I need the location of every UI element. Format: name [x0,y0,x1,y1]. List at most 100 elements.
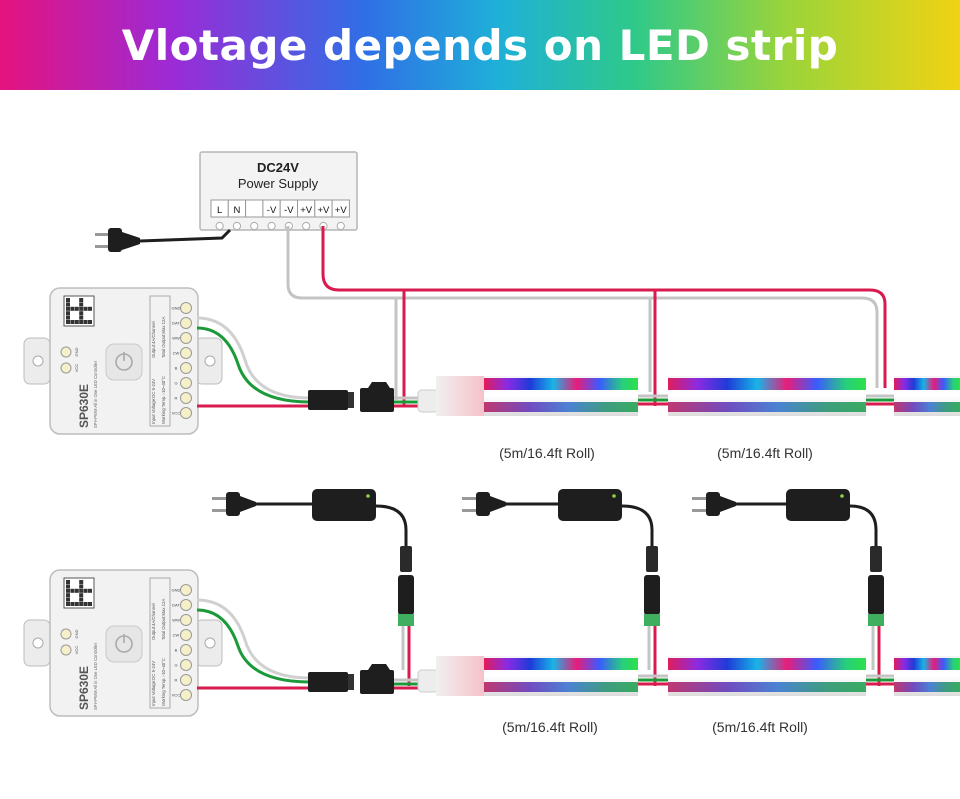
qr-cell [66,306,70,311]
adapter-brick [312,489,376,521]
spec-box [149,295,171,427]
output-pin-label: G [174,663,177,668]
adapter-led [840,494,844,498]
plug-neck [490,496,506,512]
qr-cell [83,602,88,606]
terminal-screw [302,221,311,231]
qr-cell [66,302,70,307]
controller-model: SP630E [77,384,91,428]
mount-hole [204,637,216,649]
input-terminal [60,362,72,374]
qr-cell [83,588,88,593]
qr-cell [79,584,84,589]
output-pin-label: DAT [172,321,180,326]
terminal-label: -V [284,205,294,216]
qr-cell [79,588,84,593]
terminal-screw [336,221,345,231]
qr-cell [79,306,84,311]
spec-line: Output:4A/Channel [151,321,156,358]
output-terminal [180,584,192,596]
led-strip-row-top [417,376,960,416]
terminal-screw [250,221,259,231]
terminal-label: N [234,205,241,216]
led-strip-row-bottom [417,656,960,696]
qr-cell [70,306,75,311]
qr-cell [79,298,84,302]
plug-prong [462,497,478,500]
qr-cell [79,602,84,606]
output-pin-label: GND [172,306,181,311]
qr-cell [74,320,79,324]
output-terminal [180,377,192,389]
connector-latch [348,674,354,690]
spec-line: Total Output:Max 12A [161,317,166,358]
qr-cell [70,320,75,324]
qr-cell [66,298,70,302]
terminal-block [868,614,884,626]
terminal-label: +V [300,205,313,216]
output-terminal [180,614,192,626]
spec-line: Working Temp.:-10~40°C [161,658,166,706]
terminal-label: +V [318,205,331,216]
input-terminal [60,644,72,656]
strip-label-bottom-1: (5m/16.4ft Roll) [502,719,598,735]
sm-connector-bottom [308,664,420,694]
adapter-led [612,494,616,498]
output-terminal [180,302,192,314]
mount-hole [204,355,216,367]
spec-line: Input Voltage:DC 5-24V [151,379,156,424]
plug-head [226,492,240,516]
power-button [105,625,143,663]
output-terminal [180,689,192,701]
output-terminal [180,332,192,344]
output-pin-label: VCC [172,411,181,416]
spec-line: Output:4A/Channel [151,603,156,640]
terminal-screw [215,221,224,231]
qr-cell [79,315,84,320]
strip-end-cap [436,656,484,696]
spec-box [149,577,171,709]
dc-plug [400,546,412,572]
output-pin-label: B [175,648,178,653]
strip-rgb-top [894,378,960,390]
adapter-brick [558,489,622,521]
strip-end-cap [436,376,484,416]
qr-cell [74,602,79,606]
input-terminal [60,628,72,640]
spec-line: Input Voltage:DC 5-24V [151,661,156,706]
strip-rgb-top [894,658,960,670]
dc-cord [375,504,408,548]
strip-feed-cap [417,389,439,413]
qr-cell [83,306,88,311]
qr-cell [66,588,70,593]
strip-rgb-reflection [894,402,960,412]
strip-label-top-1: (5m/16.4ft Roll) [499,445,595,461]
output-terminal [180,392,192,404]
qr-cell [70,602,75,606]
output-pin-label: CW [173,633,180,638]
output-terminal [180,347,192,359]
plug-prong [212,509,228,512]
output-pin-label: DAT [172,603,180,608]
dc-plug [870,546,882,572]
qr-cell [88,602,92,606]
qr-cell [66,584,70,589]
controller-description: SPI+PWM All in One LED Controller [93,642,98,710]
sm-connector-top [308,382,420,412]
output-terminal [180,644,192,656]
adapter-brick [786,489,850,521]
power-supply-title: DC24V [257,160,299,175]
output-pin-label: R [175,678,178,683]
terminal-screw [267,221,276,231]
qr-cell [66,602,70,606]
output-terminal [180,659,192,671]
qr-cell [79,311,84,316]
output-pin-label: GND [172,588,181,593]
qr-cell [88,320,92,324]
ac-plug-top [95,228,232,252]
strip-rgb-top [668,658,866,670]
terminal-label: L [217,205,222,216]
qr-cell [70,588,75,593]
